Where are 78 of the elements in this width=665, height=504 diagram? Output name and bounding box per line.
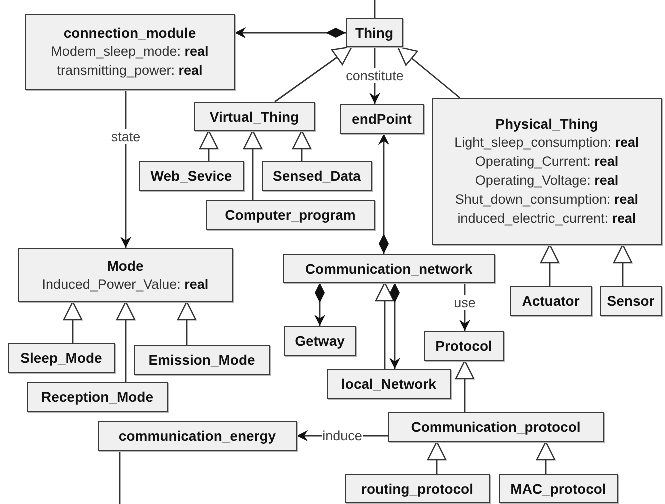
class-box bbox=[283, 254, 495, 283]
class-box bbox=[340, 104, 424, 134]
attribute-text: Operating_Current: real bbox=[475, 153, 619, 171]
generalization-arrow bbox=[540, 244, 560, 286]
generalization-arrow bbox=[116, 301, 136, 382]
class-box bbox=[499, 474, 618, 503]
class-box bbox=[262, 161, 372, 191]
class-name: Protocol bbox=[436, 337, 492, 355]
class-name: Reception_Mode bbox=[41, 388, 154, 406]
composition-arrow bbox=[378, 134, 390, 254]
class-box bbox=[18, 248, 233, 302]
composition-arrow bbox=[314, 283, 326, 326]
association-arrow bbox=[120, 90, 132, 248]
composition-arrow bbox=[235, 27, 346, 39]
attribute-text: Induced_Power_Value: real bbox=[42, 276, 209, 294]
edge-label: state bbox=[110, 130, 142, 145]
class-name: Communication_protocol bbox=[411, 418, 581, 436]
attribute-text: Shut_down_consumption: real bbox=[455, 191, 639, 209]
class-box bbox=[510, 286, 592, 316]
class-box bbox=[600, 286, 662, 316]
class-box bbox=[432, 98, 662, 245]
attribute-text: transmitting_power: real bbox=[57, 62, 203, 80]
generalization-arrow bbox=[613, 244, 633, 286]
class-box bbox=[206, 200, 375, 230]
class-name: connection_module bbox=[64, 24, 196, 42]
association-line bbox=[374, 0, 376, 18]
attribute-text: Operating_Voltage: real bbox=[475, 172, 619, 190]
class-box bbox=[139, 161, 244, 191]
class-box bbox=[388, 412, 604, 442]
class-box bbox=[194, 102, 315, 131]
class-box bbox=[424, 331, 504, 361]
class-box bbox=[284, 326, 356, 356]
association-arrow bbox=[459, 283, 471, 331]
attribute-text: induced_electric_current: real bbox=[458, 210, 636, 228]
class-name: Physical_Thing bbox=[496, 115, 598, 133]
generalization-arrow bbox=[536, 441, 556, 474]
edge-label: induce bbox=[322, 428, 364, 444]
attribute-text: Modem_sleep_mode: real bbox=[51, 43, 209, 61]
class-name: communication_energy bbox=[118, 427, 276, 445]
generalization-arrow bbox=[397, 46, 460, 99]
class-name: Getway bbox=[295, 332, 345, 350]
class-name: Mode bbox=[107, 256, 144, 274]
class-box bbox=[25, 14, 235, 90]
class-name: Sleep_Mode bbox=[20, 349, 102, 367]
generalization-arrow bbox=[274, 46, 353, 103]
generalization-arrow bbox=[177, 301, 197, 345]
class-name: Communication_network bbox=[305, 260, 473, 278]
edge-label: use bbox=[453, 296, 477, 311]
edge-label: constitute bbox=[345, 68, 405, 83]
class-box bbox=[345, 474, 490, 503]
association-line bbox=[119, 451, 121, 504]
class-name: Thing bbox=[355, 24, 394, 42]
class-box bbox=[27, 382, 168, 412]
attribute-text: Light_sleep_consumption: real bbox=[454, 134, 640, 152]
generalization-arrow bbox=[243, 130, 263, 200]
class-name: Virtual_Thing bbox=[210, 108, 300, 126]
generalization-arrow bbox=[292, 130, 312, 161]
class-name: MAC_protocol bbox=[510, 480, 606, 498]
class-name: local_Network bbox=[342, 375, 436, 393]
class-box bbox=[327, 369, 451, 399]
class-name: Web_Sevice bbox=[150, 167, 232, 185]
generalization-arrow bbox=[455, 360, 475, 412]
generalization-arrow bbox=[63, 301, 83, 343]
class-name: Sensed_Data bbox=[273, 167, 361, 185]
class-box bbox=[134, 345, 270, 375]
generalization-arrow bbox=[375, 282, 395, 369]
class-box bbox=[8, 343, 115, 373]
class-box bbox=[98, 421, 297, 451]
class-name: Emission_Mode bbox=[148, 351, 256, 369]
composition-arrow bbox=[389, 283, 401, 369]
class-name: endPoint bbox=[352, 110, 412, 128]
class-name: routing_protocol bbox=[362, 480, 474, 498]
generalization-arrow bbox=[427, 441, 447, 474]
class-box bbox=[346, 18, 403, 47]
class-name: Actuator bbox=[522, 292, 580, 310]
class-name: Sensor bbox=[607, 292, 655, 310]
generalization-arrow bbox=[199, 130, 219, 161]
class-name: Computer_program bbox=[225, 206, 356, 224]
